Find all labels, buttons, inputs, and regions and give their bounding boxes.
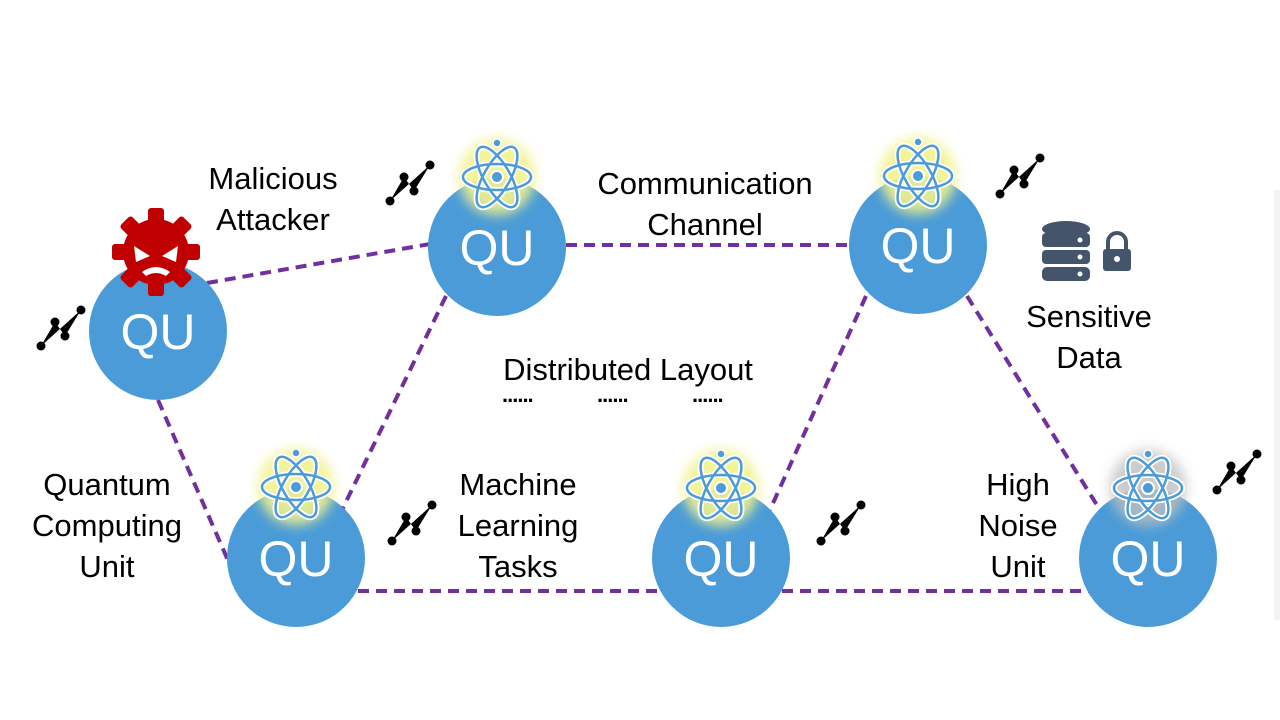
node-label: QU: [684, 531, 759, 587]
ellipsis-dots: ......: [597, 382, 629, 407]
edge-topright-bottommiddle: [768, 295, 868, 511]
edge-topright-bottomright: [965, 294, 1102, 512]
ellipsis-dots: ......: [692, 382, 724, 407]
atom-icon: [1110, 450, 1186, 526]
qu-node-attacked: QU: [89, 262, 227, 400]
qu-node-bottom-middle: QU: [652, 489, 790, 627]
node-label: QU: [259, 531, 334, 587]
chart-icon: [376, 157, 435, 215]
chart-icon: [27, 302, 86, 360]
malicious-gear-icon: [112, 208, 200, 296]
atom-icon: [459, 139, 535, 215]
node-label: QU: [881, 218, 956, 274]
qu-node-top-right: QU: [849, 176, 987, 314]
qu-node-bottom-left: QU: [227, 489, 365, 627]
chart-icon: [378, 497, 437, 555]
node-label: QU: [1111, 531, 1186, 587]
lock-icon: [1103, 231, 1131, 271]
chart-icon: [807, 497, 866, 555]
qu-node-top-left: QU: [428, 178, 566, 316]
atom-icon: [258, 449, 334, 525]
chart-icon: [986, 150, 1045, 208]
edge-attacked-bottomleft: [156, 399, 232, 566]
qu-node-bottom-right: QU: [1079, 489, 1217, 627]
chart-icon: [1203, 446, 1262, 504]
ellipsis-dots: ......: [502, 382, 534, 407]
database-icon: [1042, 221, 1090, 281]
edge-attacked-topleft: [206, 242, 431, 285]
node-label: QU: [460, 220, 535, 276]
atom-icon: [683, 450, 759, 526]
edge-topleft-bottomleft: [340, 295, 448, 511]
node-label: QU: [121, 304, 196, 360]
distributed-layout-label: Distributed Layout: [503, 352, 753, 387]
atom-icon: [880, 138, 956, 214]
slide-edge: [1274, 190, 1280, 620]
